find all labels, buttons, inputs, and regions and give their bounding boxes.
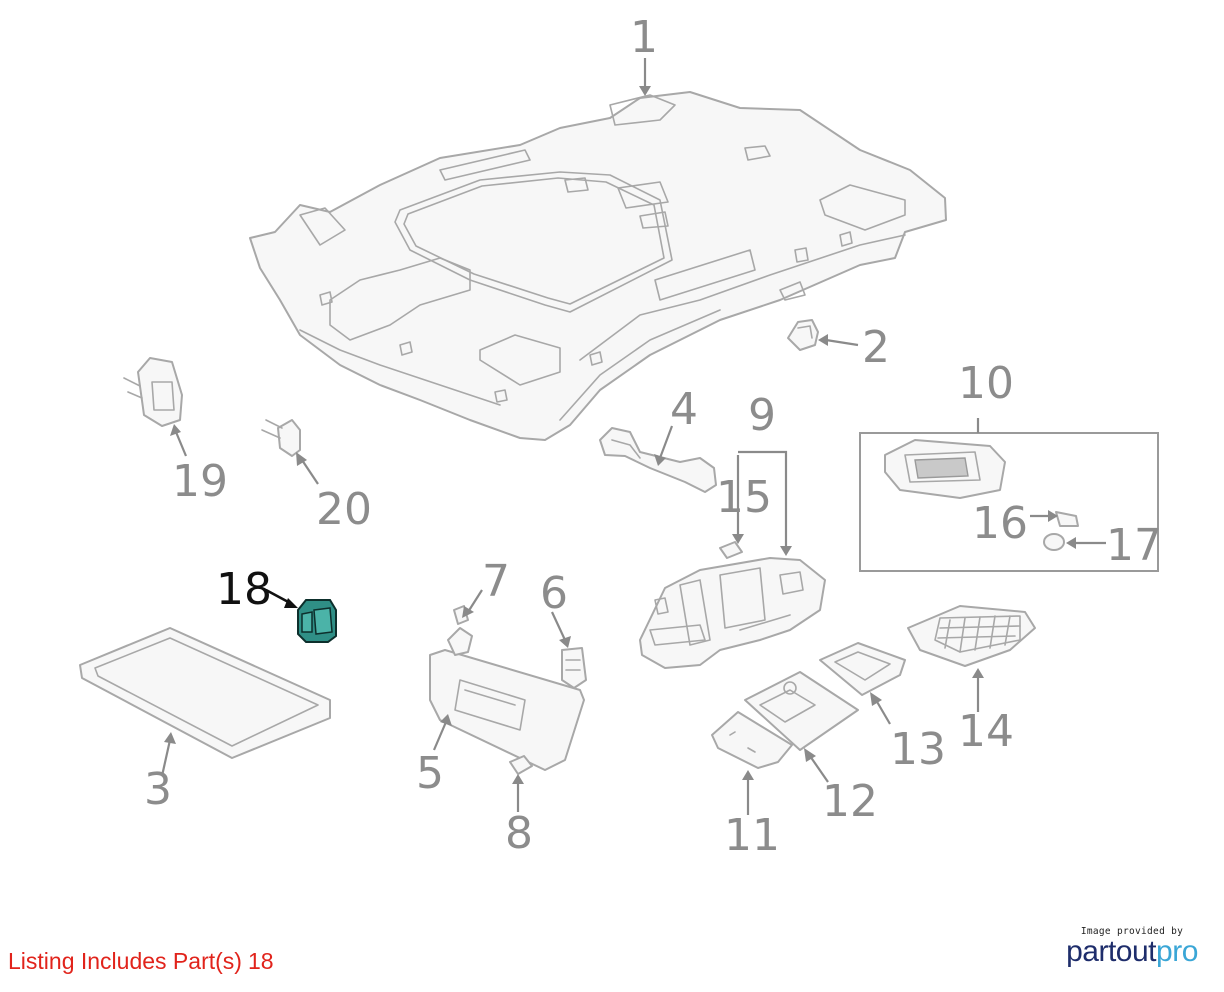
sun-visor-part xyxy=(429,627,585,771)
lamp-unit-part-10 xyxy=(884,439,1006,499)
callout-16: 16 xyxy=(972,498,1028,549)
partoutpro-logo: partoutpro xyxy=(1052,935,1212,969)
callout-9: 9 xyxy=(748,390,776,441)
switch-part-20 xyxy=(261,419,301,457)
credit-caption: Image provided by xyxy=(1080,926,1184,937)
callout-15: 15 xyxy=(716,472,772,523)
trim-part-13 xyxy=(819,642,906,696)
trim-panel-part-12 xyxy=(744,671,859,751)
listing-includes-label: Listing Includes Part(s)18 xyxy=(8,948,280,975)
callout-10: 10 xyxy=(958,358,1014,409)
callout-3: 3 xyxy=(144,764,172,815)
logo-text-a: partout xyxy=(1066,935,1157,968)
cover-part-11 xyxy=(711,711,793,769)
callout-13: 13 xyxy=(890,724,946,775)
visor-clip-part-6 xyxy=(561,647,587,689)
callout-18-highlighted[interactable]: 18 xyxy=(216,564,272,615)
bulb-part-17 xyxy=(1043,533,1065,551)
clip-part-2 xyxy=(787,319,819,351)
callout-7: 7 xyxy=(482,556,510,607)
highlighted-switch-part-18[interactable] xyxy=(297,599,337,643)
callout-4: 4 xyxy=(670,384,698,435)
bulb-part-8 xyxy=(509,755,533,775)
speaker-grille-part-14 xyxy=(907,605,1036,667)
callout-2: 2 xyxy=(862,322,890,373)
bulb-part-15 xyxy=(719,541,743,559)
listing-prefix: Listing Includes Part(s) xyxy=(8,948,242,974)
bulb-part-16 xyxy=(1055,511,1079,527)
callout-17: 17 xyxy=(1106,520,1162,571)
callout-19: 19 xyxy=(172,456,228,507)
leader-lines xyxy=(160,58,1106,815)
listing-part-numbers: 18 xyxy=(247,948,274,974)
part-10-group-box xyxy=(859,432,1159,572)
headliner-part xyxy=(249,91,947,441)
image-credit: Image provided by partoutpro xyxy=(1052,926,1212,969)
callout-11: 11 xyxy=(724,810,780,861)
callout-12: 12 xyxy=(822,776,878,827)
sunroof-seal-part xyxy=(79,627,331,759)
callout-8: 8 xyxy=(505,808,533,859)
callout-14: 14 xyxy=(958,706,1014,757)
console-housing-part-9 xyxy=(639,557,826,669)
callout-1: 1 xyxy=(630,12,658,63)
logo-text-b: pro xyxy=(1156,935,1198,968)
callout-20: 20 xyxy=(316,484,372,535)
callout-6: 6 xyxy=(540,568,568,619)
switch-part-19 xyxy=(123,357,183,427)
callout-5: 5 xyxy=(416,748,444,799)
